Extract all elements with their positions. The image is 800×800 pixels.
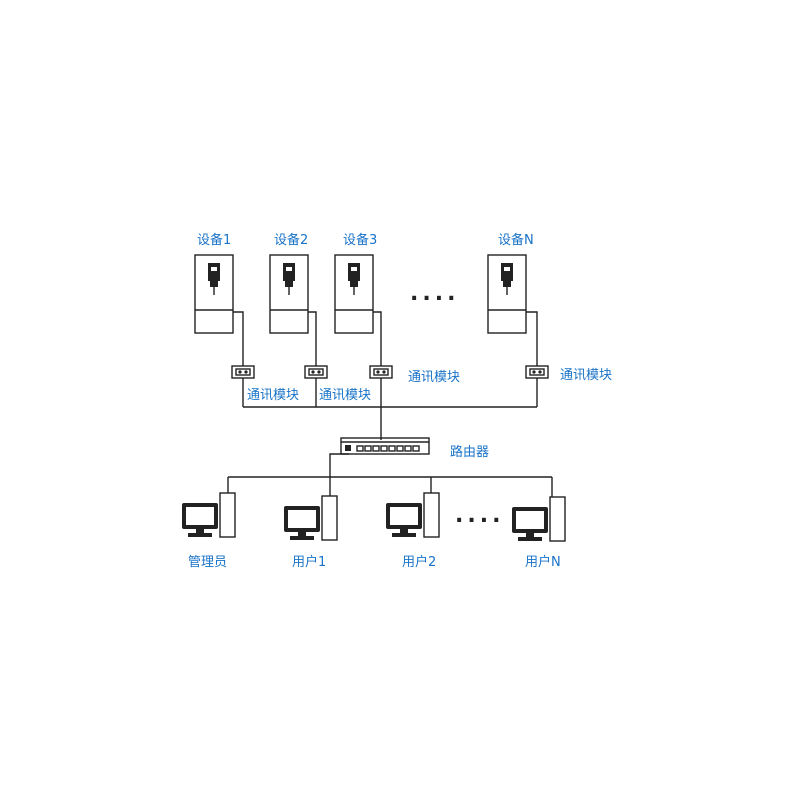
device-n [487,254,527,334]
computer-user-n [512,496,566,542]
device-label-3: 设备3 [343,232,377,248]
computer-ellipsis: .... [455,503,504,528]
comm-module-label-1: 通讯模块 [247,388,299,403]
comm-module-label-n: 通讯模块 [560,368,612,383]
comm-module-label-3: 通讯模块 [408,370,460,385]
device-3 [334,254,374,334]
device-bus [242,378,538,440]
computer-admin [182,492,236,538]
device-label-2: 设备2 [274,232,308,248]
computer-label-user-1: 用户1 [292,554,326,570]
comm-module-label-2: 通讯模块 [319,388,371,403]
computer-user-1 [284,495,338,541]
device-label-1: 设备1 [197,232,231,248]
comm-module-3 [369,365,393,379]
computer-user-2 [386,492,440,538]
device-label-n: 设备N [498,232,534,248]
router [340,437,430,455]
computer-label-user-n: 用户N [525,554,561,570]
computer-label-user-2: 用户2 [402,554,436,570]
router-label: 路由器 [450,444,489,460]
computer-bus [227,453,553,497]
device-module-connectors [233,311,538,366]
computer-label-admin: 管理员 [188,555,227,570]
comm-module-2 [304,365,328,379]
device-1 [194,254,234,334]
comm-module-1 [231,365,255,379]
device-2 [269,254,309,334]
device-ellipsis: .... [410,281,459,306]
comm-module-n [525,365,549,379]
